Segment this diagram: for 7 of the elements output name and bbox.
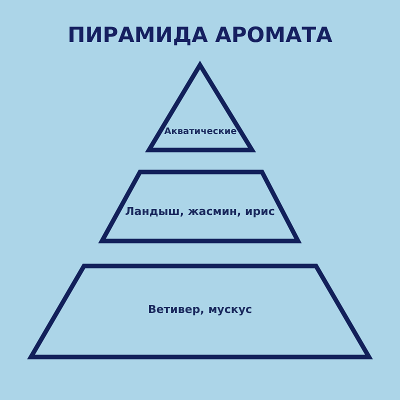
trapezoid-tier xyxy=(98,168,302,245)
title: ПИРАМИДА АРОМАТА xyxy=(68,22,332,48)
triangle-tier xyxy=(145,61,256,154)
tier-label: Ландыш, жасмин, ирис xyxy=(125,204,275,220)
tier-label: Акватические xyxy=(164,127,237,139)
tier-label: Ветивер, мускус xyxy=(148,302,252,318)
trapezoid-tier xyxy=(27,262,373,361)
